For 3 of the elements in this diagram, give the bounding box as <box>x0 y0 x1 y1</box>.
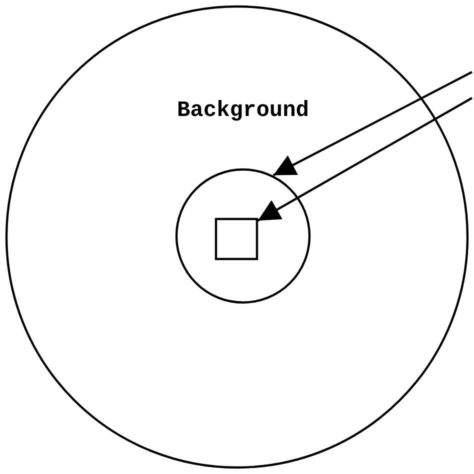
arrow <box>272 71 472 176</box>
arrow <box>257 97 473 222</box>
region-label: Background <box>176 98 310 123</box>
